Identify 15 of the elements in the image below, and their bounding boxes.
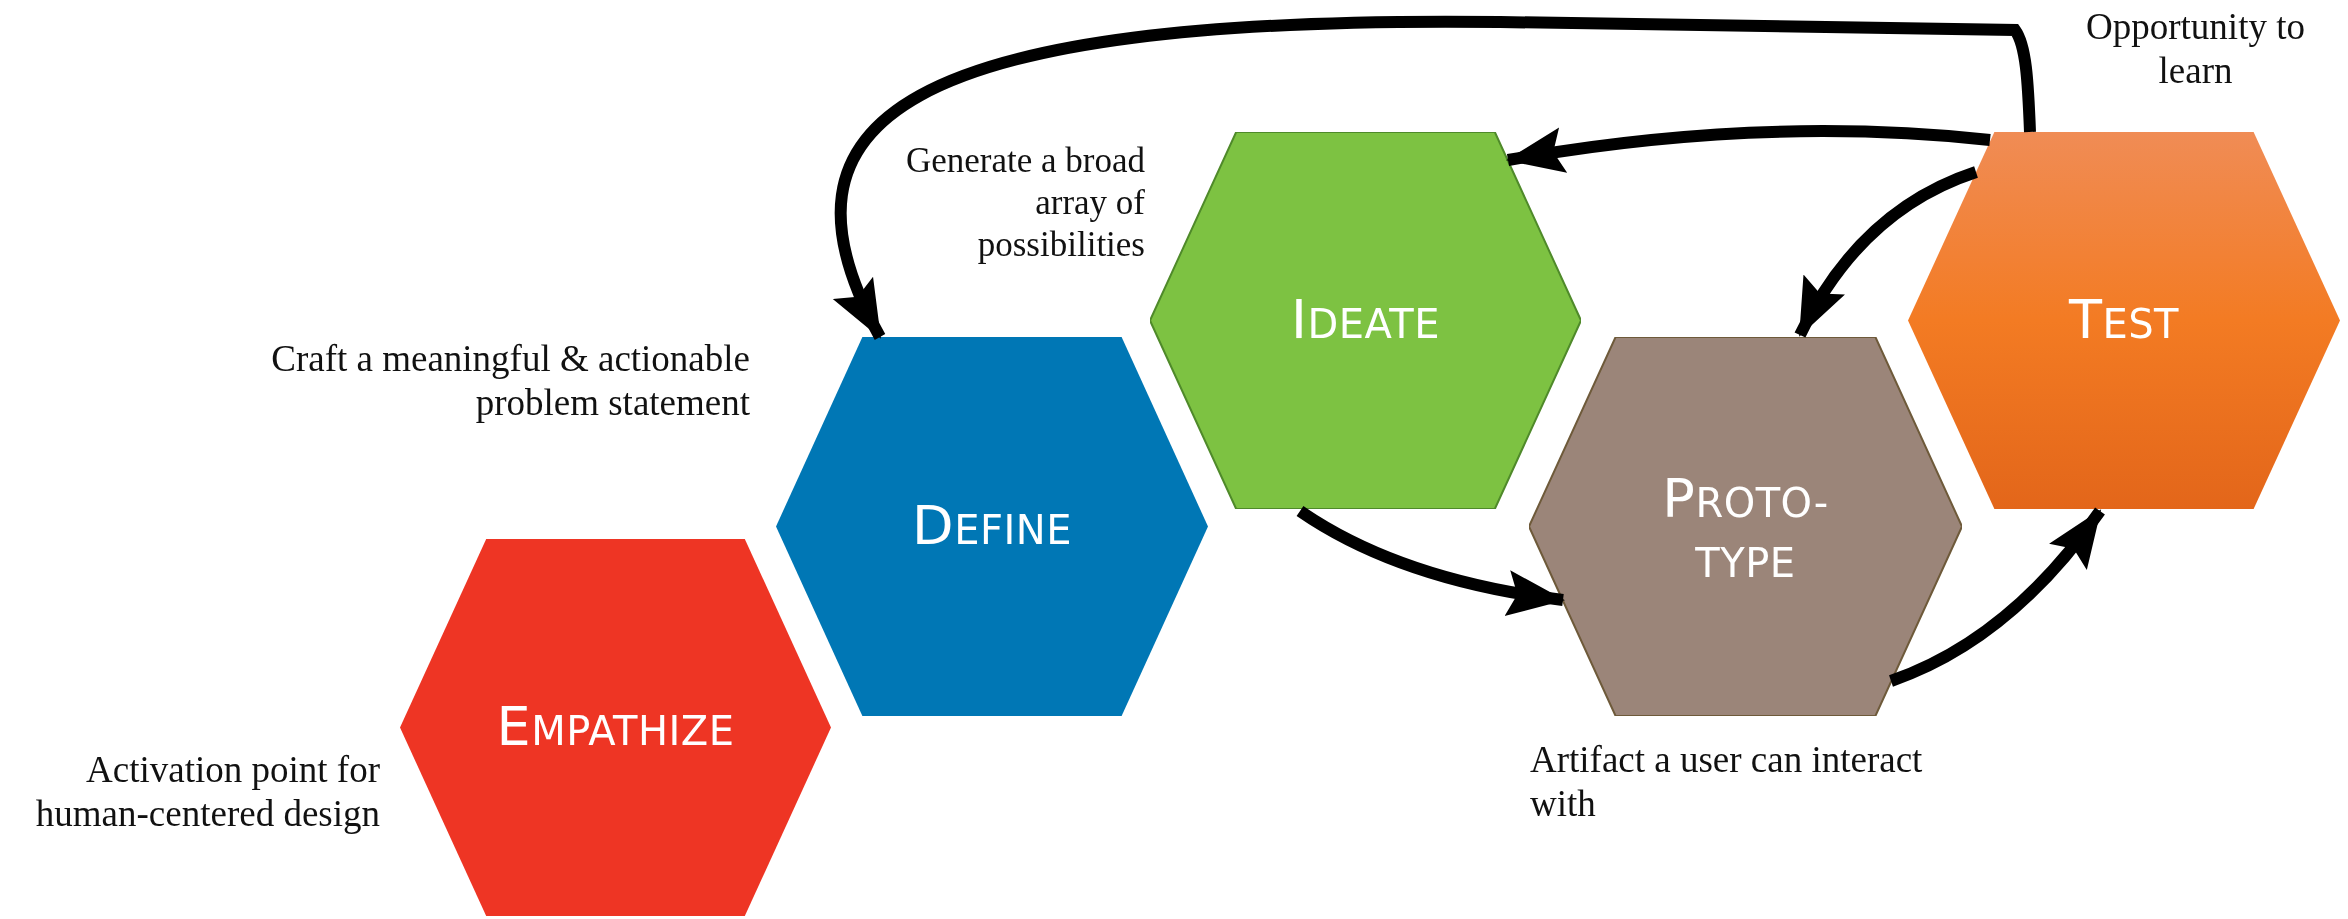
arrow <box>1794 166 1979 338</box>
arrow <box>1888 507 2105 687</box>
arrow <box>1296 505 1565 616</box>
stage-description: Artifact a user can interact with <box>1530 738 1924 827</box>
arrow <box>1506 125 1991 174</box>
stage-label: TEST <box>2067 287 2181 354</box>
stage-description: Craft a meaningful & actionable problem statement <box>270 337 750 426</box>
stage-description: Generate a broad array of possibilities <box>904 140 1145 266</box>
arrow <box>835 16 2036 340</box>
stage-label: IDEATE <box>1290 287 1441 354</box>
stage-label: PROTO- TYPE <box>1661 466 1830 588</box>
stage-description: Opportunity to learn <box>2085 5 2306 94</box>
stage-description: Activation point for human-centered design <box>34 748 380 837</box>
stage-label: EMPATHIZE <box>495 694 736 761</box>
stage-label: DEFINE <box>911 493 1073 560</box>
